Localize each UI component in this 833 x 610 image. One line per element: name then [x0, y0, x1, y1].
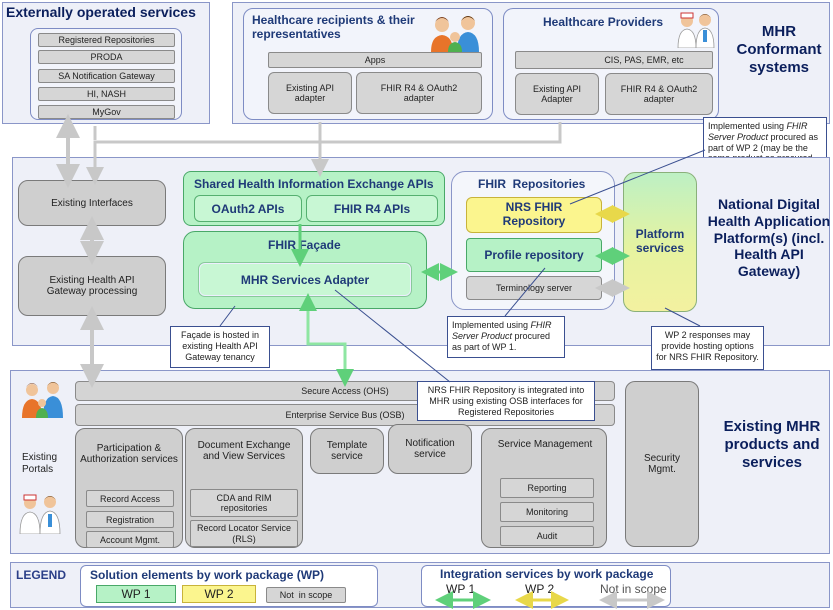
callout-nrs-integrated: NRS FHIR Repository is integrated into M… [417, 381, 595, 421]
external-item-registered-repositories: Registered Repositories [38, 33, 175, 47]
external-item-proda: PRODA [38, 50, 175, 64]
record-access: Record Access [86, 490, 174, 507]
legend-wp1: WP 1 [96, 585, 176, 603]
terminology-server: Terminology server [466, 276, 602, 300]
participation-panel [75, 428, 183, 548]
reporting: Reporting [500, 478, 594, 498]
external-services-title: Externally operated services [6, 4, 196, 20]
portal-doctors-icon [19, 494, 61, 534]
recipients-fhir-oauth2-adapter: FHIR R4 & OAuth2 adapter [356, 72, 482, 114]
providers-fhir-oauth2-adapter: FHIR R4 & OAuth2 adapter [605, 73, 713, 115]
registration: Registration [86, 511, 174, 528]
mhr-conformant-label: MHR Conformant systems [736, 23, 822, 76]
template-service: Template service [310, 428, 384, 474]
monitoring: Monitoring [500, 502, 594, 522]
providers-title: Healthcare Providers [543, 15, 664, 29]
callout-facade-hosted: Façade is hosted in existing Health API … [170, 326, 270, 368]
fhir-repositories-title: FHIR Repositories [478, 177, 586, 191]
legend-int-not-in-scope: Not in scope [600, 582, 667, 596]
fhir-facade-title: FHIR Façade [268, 238, 341, 252]
mhr-services-adapter: MHR Services Adapter [199, 263, 411, 296]
record-locator-service: Record Locator Service (RLS) [190, 520, 298, 547]
security-mgmt: Security Mgmt. [625, 381, 699, 547]
callout-wp2-responses: WP 2 responses may provide hosting optio… [651, 326, 764, 370]
line-providers-to-platform [320, 122, 562, 144]
participation-title: Participation & Authorization services [80, 442, 178, 466]
patient-family-icon [22, 382, 63, 418]
mhr-label: Existing MHR products and services [723, 418, 821, 471]
legend-not-in-scope: Not in scope [266, 587, 346, 603]
notification-service: Notification service [388, 424, 472, 474]
callout-implemented-wp1: Implemented using FHIR Server Product pr… [447, 316, 565, 358]
existing-portals-label: Existing Portals [22, 452, 58, 475]
oauth2-apis: OAuth2 APIs [194, 195, 302, 222]
service-management-title: Service Management [497, 439, 593, 450]
legend-wp2: WP 2 [182, 585, 256, 603]
family-icon [431, 16, 479, 52]
existing-interfaces-box: Existing Interfaces [18, 180, 166, 226]
audit: Audit [500, 526, 594, 546]
cda-rim-repositories: CDA and RIM repositories [190, 489, 298, 517]
recipients-title: Healthcare recipients & their representa… [252, 13, 415, 41]
profile-repository: Profile repository [466, 238, 602, 272]
doc-exchange-title: Document Exchange and View Services [197, 439, 291, 463]
account-mgmt: Account Mgmt. [86, 531, 174, 548]
doctors-icon [677, 12, 715, 48]
external-item-sa-notification-gateway: SA Notification Gateway [38, 69, 175, 83]
providers-existing-api-adapter: Existing API Adapter [515, 73, 599, 115]
fhir-r4-apis: FHIR R4 APIs [306, 195, 438, 222]
platform-label: National Digital Health Application Plat… [707, 196, 831, 280]
recipients-existing-api-adapter: Existing API adapter [268, 72, 352, 114]
shared-apis-title: Shared Health Information Exchange APIs [194, 177, 434, 191]
legend-title: LEGEND [16, 568, 67, 582]
external-item-mygov: MyGov [38, 105, 175, 119]
recipients-apps: Apps [268, 52, 482, 68]
nrs-fhir-repository: NRS FHIR Repository [466, 197, 602, 233]
legend-integration-title: Integration services by work package [440, 567, 654, 581]
existing-gateway-box: Existing Health API Gateway processing [18, 256, 166, 316]
legend-int-wp1: WP 1 [446, 582, 476, 596]
platform-services: Platform services [623, 172, 697, 312]
legend-solution-title: Solution elements by work package (WP) [90, 568, 325, 582]
legend-int-wp2: WP 2 [525, 582, 555, 596]
providers-systems: CIS, PAS, EMR, etc [515, 51, 713, 69]
external-item-hi-nash: HI, NASH [38, 87, 175, 101]
